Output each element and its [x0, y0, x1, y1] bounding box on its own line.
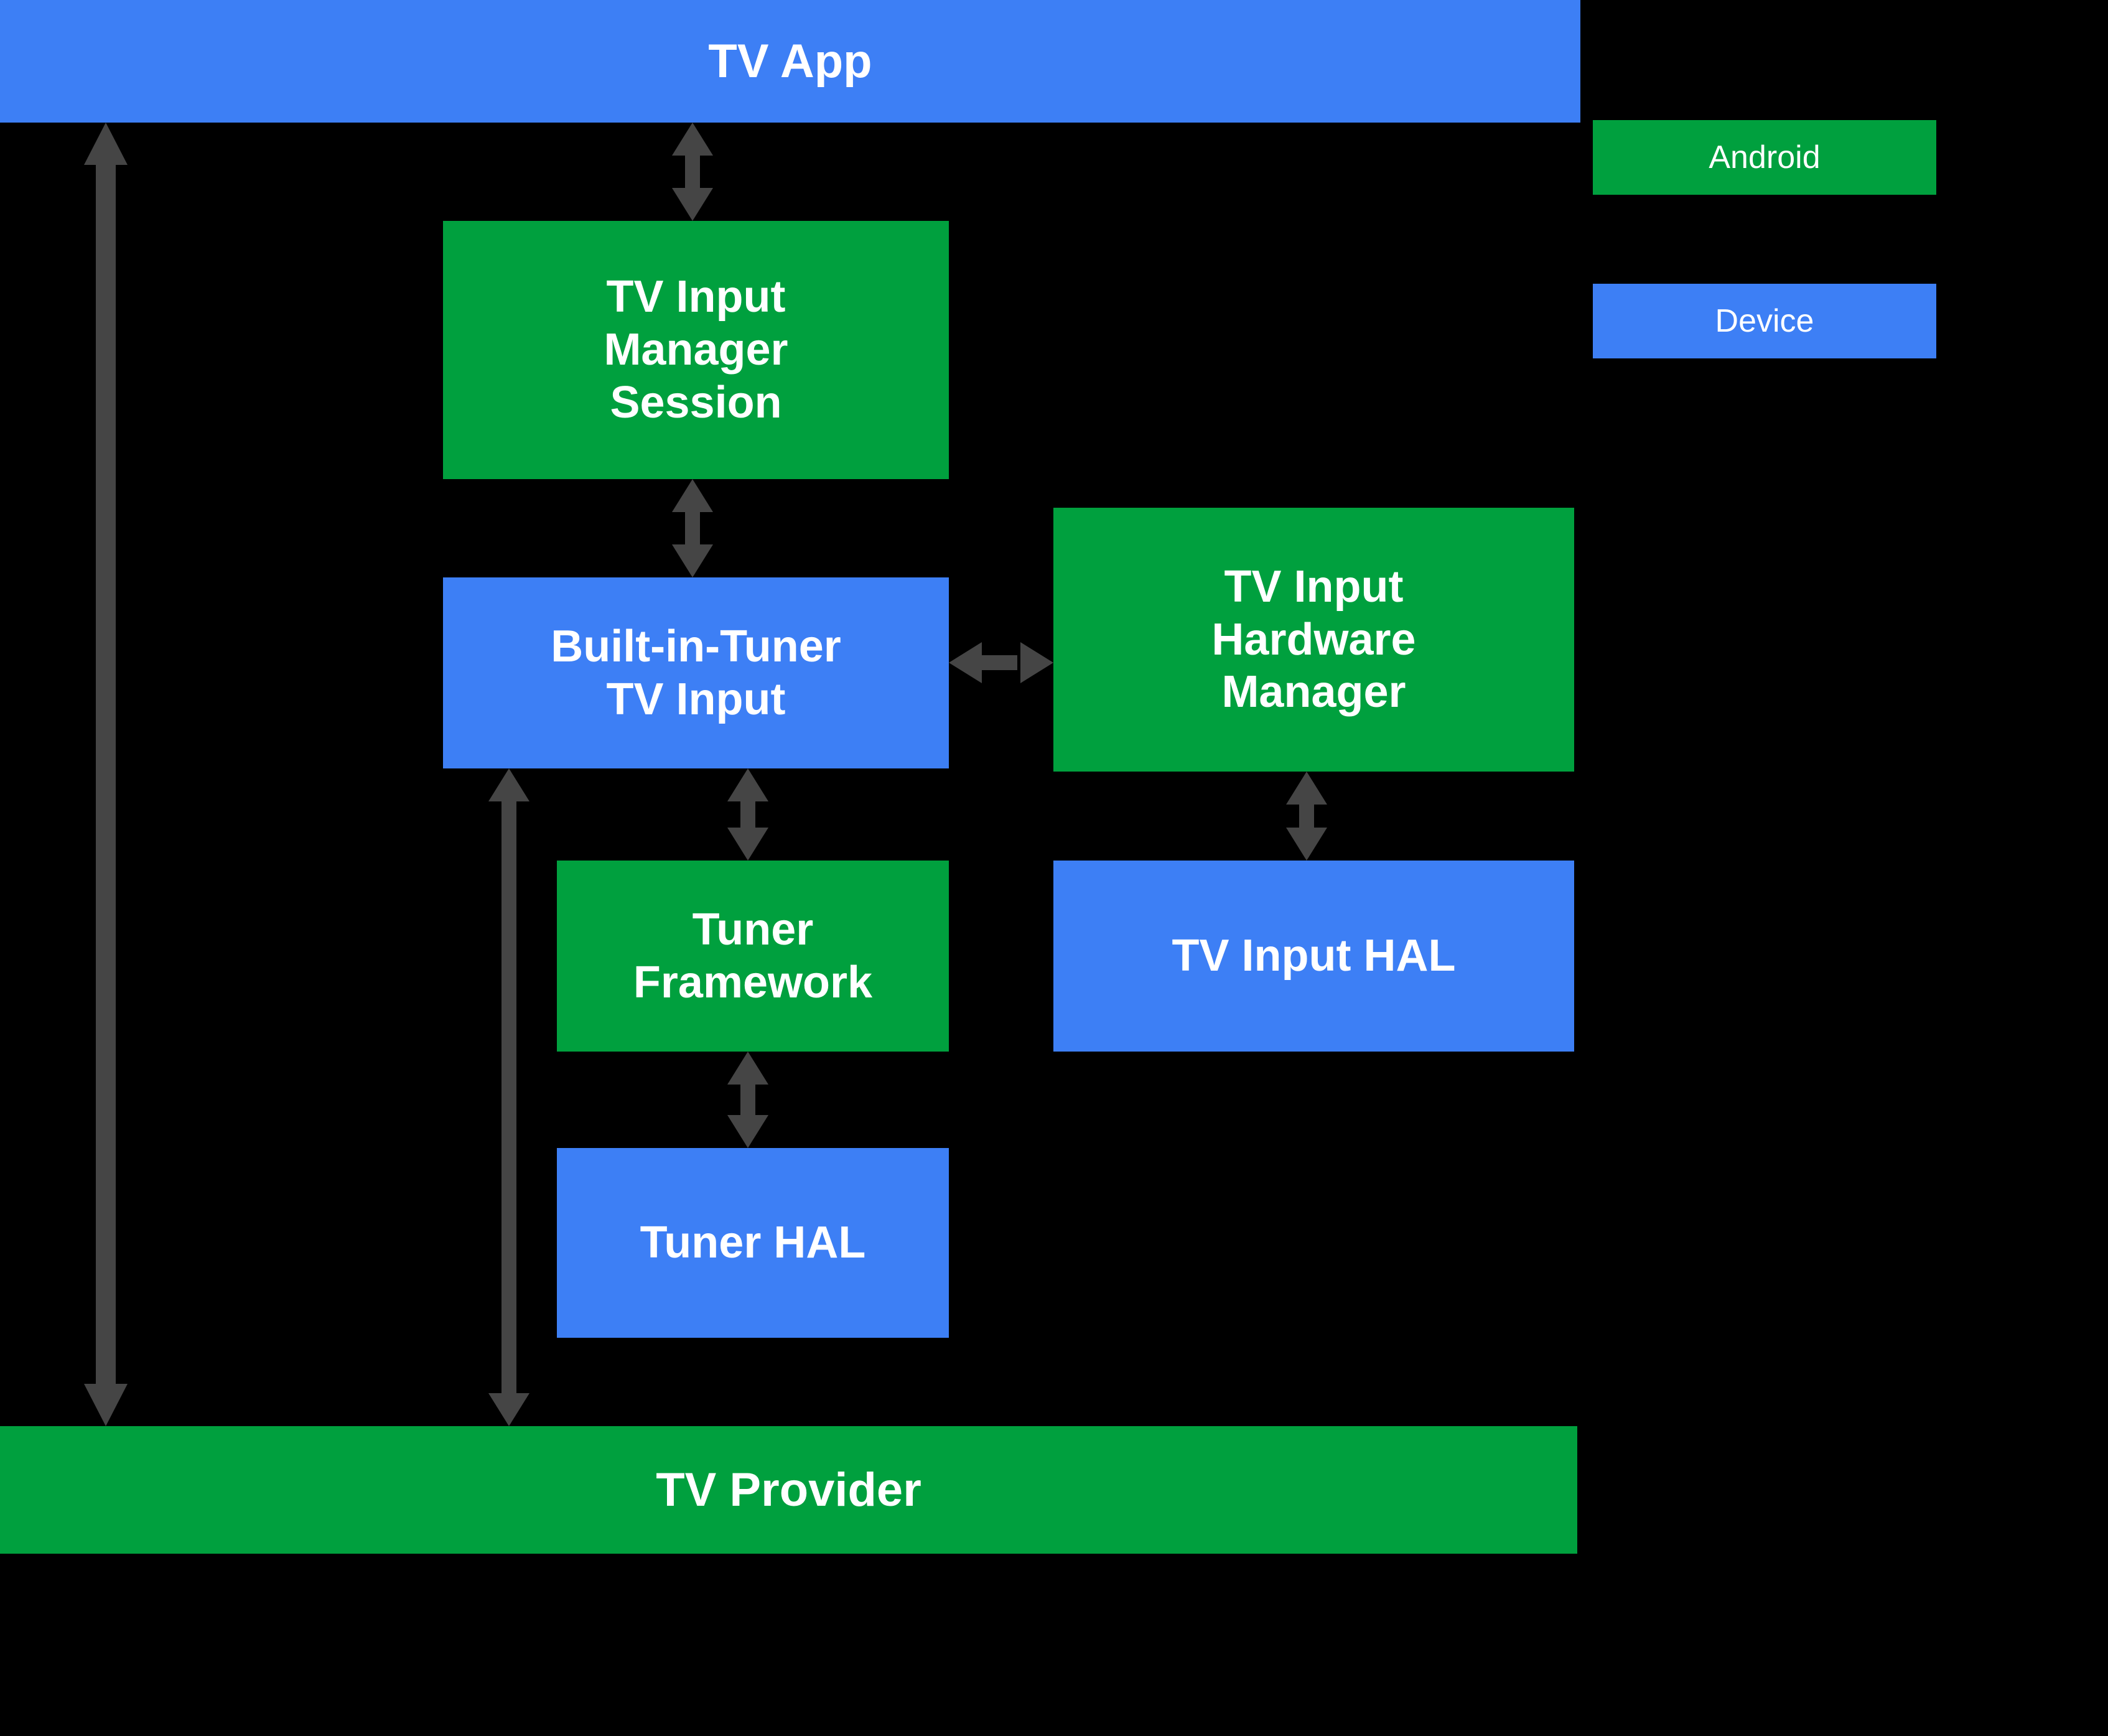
edge-builtin-tuner-tv-input-to-tuner-framework [727, 768, 768, 861]
node-tv-input-manager-session[interactable]: TV Input Manager Session [443, 221, 949, 479]
legend-item-device: Device [1593, 284, 1936, 358]
edge-builtin-tuner-tv-input-to-tv-input-hardware-manager [949, 642, 1053, 683]
edge-tuner-framework-to-tuner-hal [727, 1052, 768, 1148]
legend: Android Device [1593, 120, 1936, 496]
node-tv-input-hardware-manager[interactable]: TV Input Hardware Manager [1053, 508, 1574, 772]
node-tv-app[interactable]: TV App [0, 0, 1580, 123]
node-tv-provider[interactable]: TV Provider [0, 1426, 1577, 1554]
node-tv-input-hal[interactable]: TV Input HAL [1053, 861, 1574, 1052]
node-tuner-framework[interactable]: Tuner Framework [557, 861, 949, 1052]
legend-item-android: Android [1593, 120, 1936, 195]
node-builtin-tuner-tv-input[interactable]: Built-in-Tuner TV Input [443, 577, 949, 768]
edge-tv-input-manager-session-to-builtin-tuner-tv-input [672, 479, 713, 577]
node-tuner-hal[interactable]: Tuner HAL [557, 1148, 949, 1338]
edge-tv-app-to-tv-input-manager-session [672, 123, 713, 221]
edge-builtin-tuner-tv-input-to-tv-provider [488, 768, 529, 1426]
edge-tv-input-hardware-manager-to-tv-input-hal [1286, 772, 1327, 861]
edge-tv-app-to-tv-provider [84, 123, 128, 1426]
